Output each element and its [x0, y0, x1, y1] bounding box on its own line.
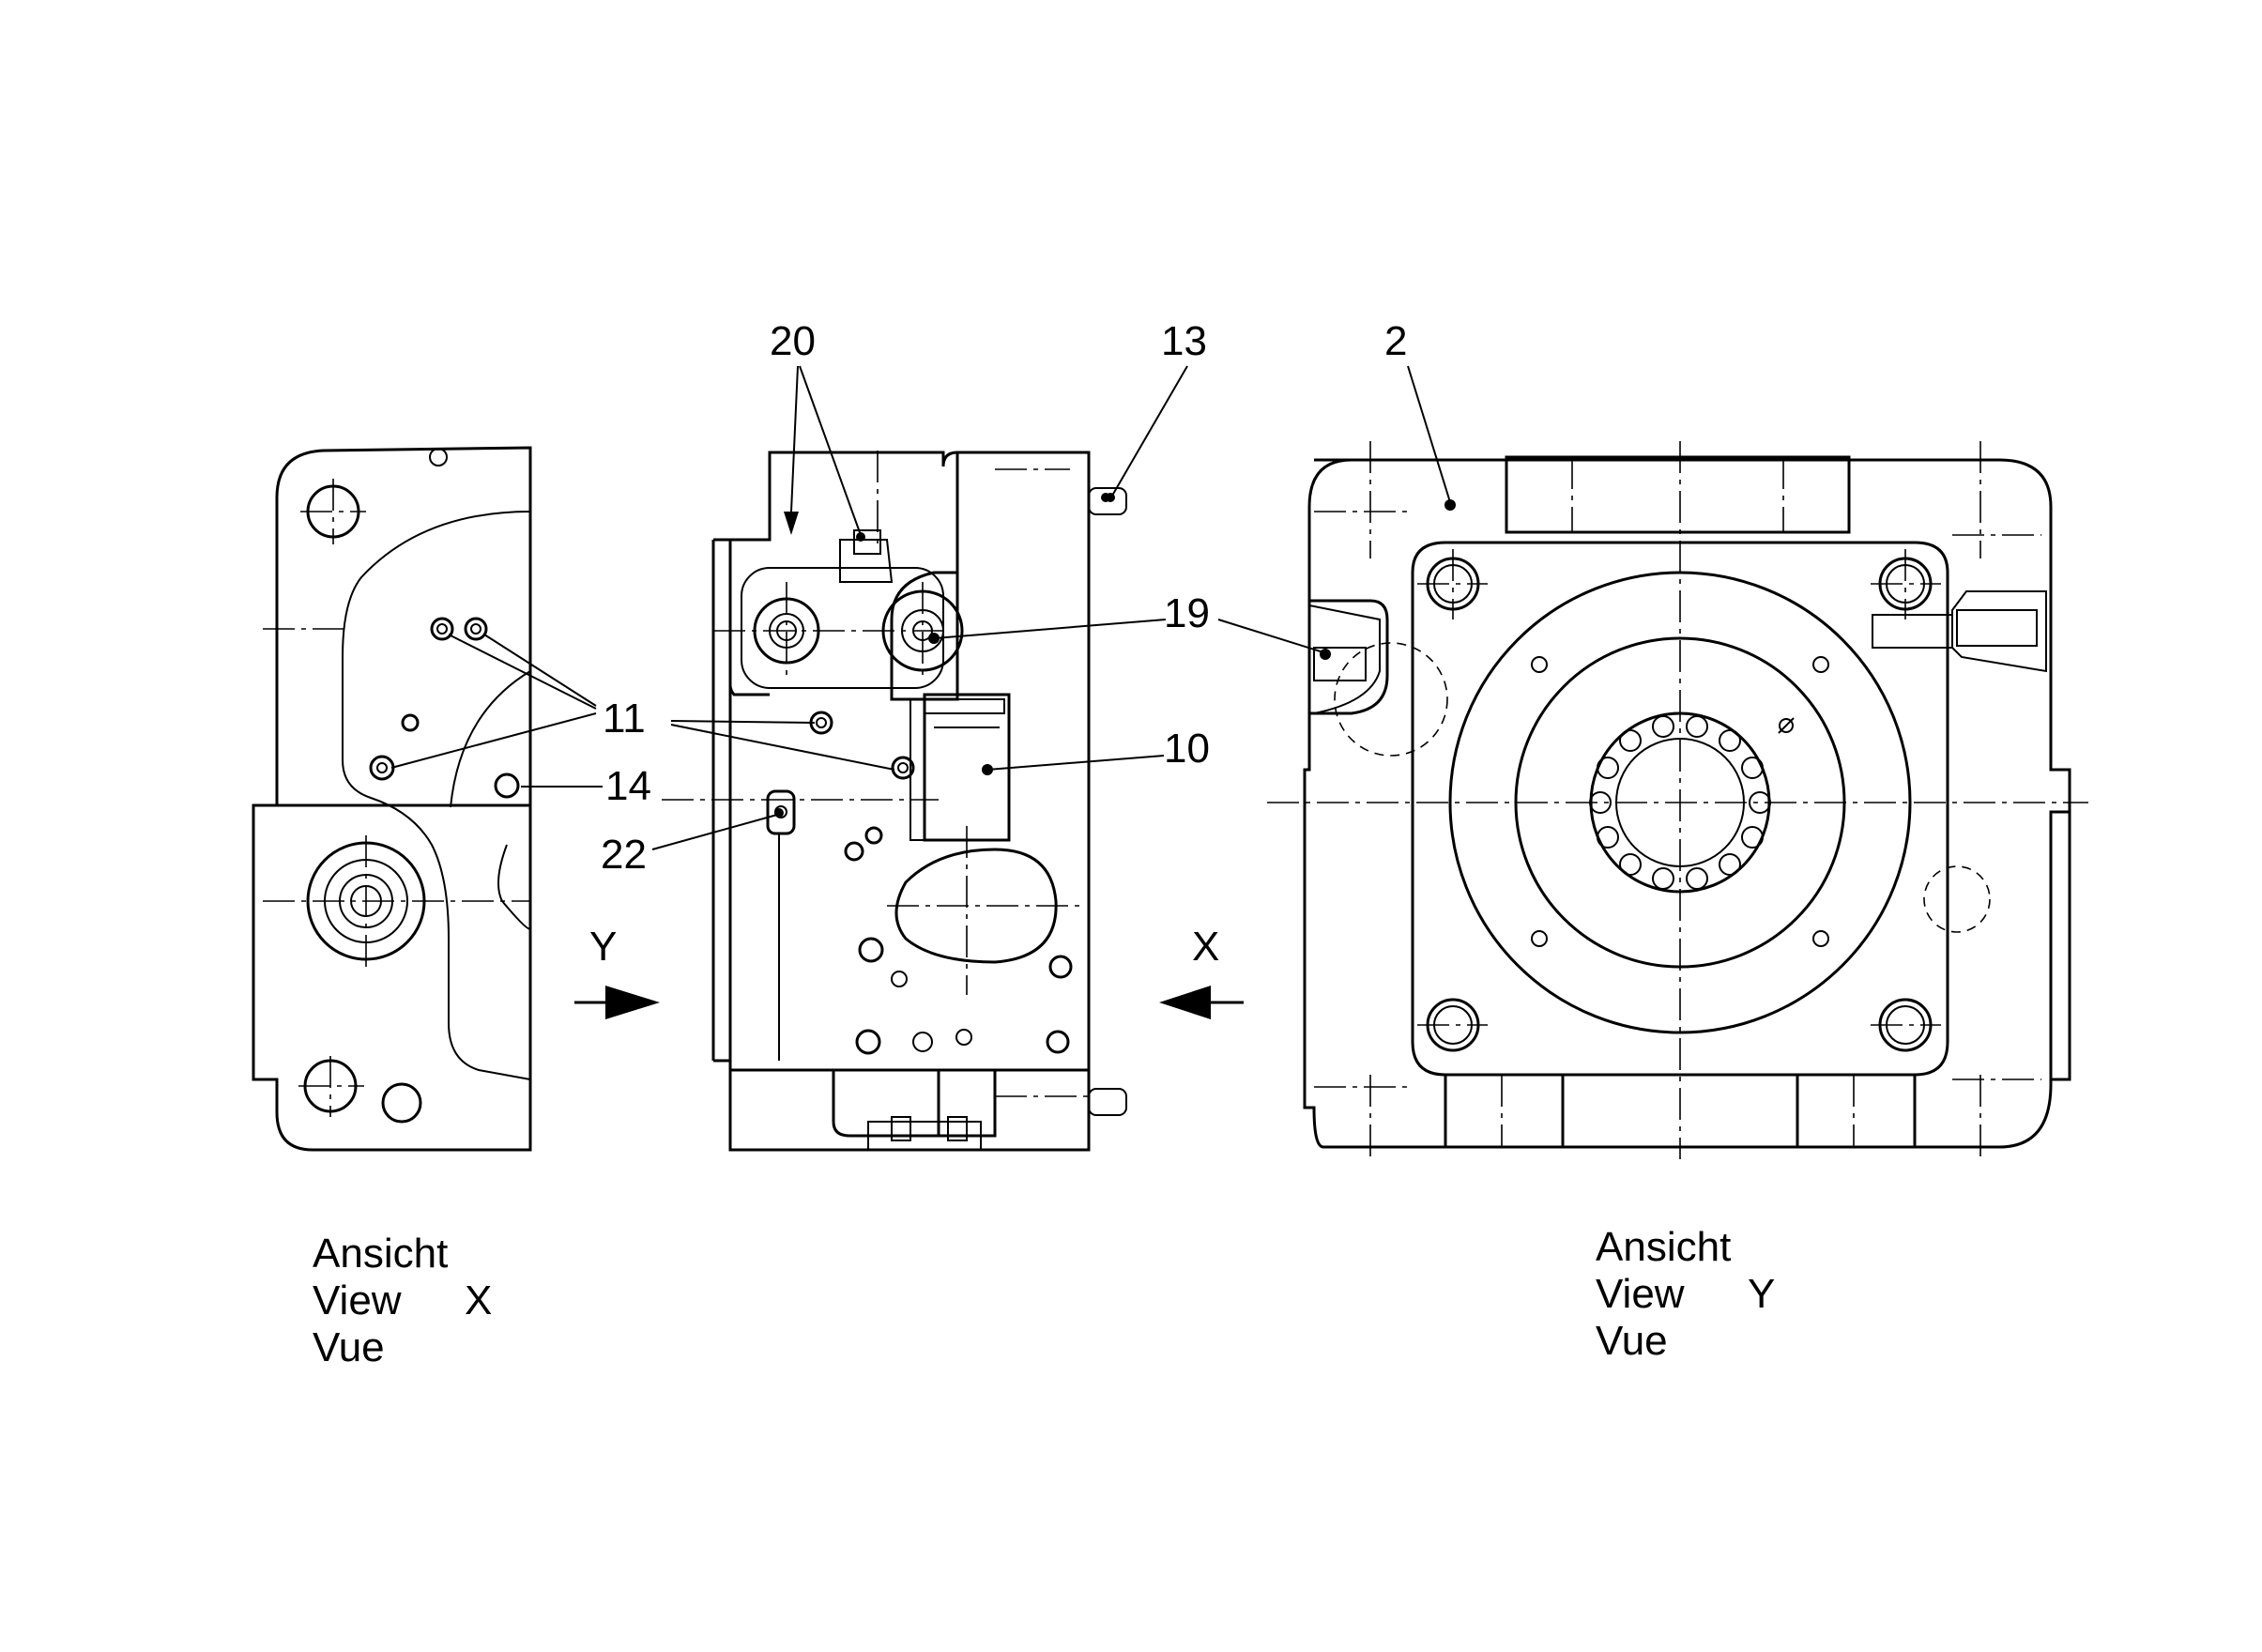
callout-22: 22: [601, 832, 647, 878]
view-marker-x: X: [1192, 924, 1219, 970]
callout-2: 2: [1384, 318, 1407, 364]
caption-left-line3: Vue: [313, 1324, 385, 1370]
caption-left: Ansicht View X Vue: [313, 1231, 492, 1370]
callout-14: 14: [605, 763, 651, 809]
caption-right: Ansicht View Y Vue: [1596, 1224, 1775, 1364]
caption-right-line1: Ansicht: [1596, 1224, 1731, 1270]
caption-right-letter: Y: [1748, 1271, 1775, 1317]
callout-13: 13: [1161, 318, 1207, 364]
callout-20: 20: [770, 318, 816, 364]
callout-10: 10: [1164, 726, 1210, 772]
callout-11: 11: [603, 696, 646, 742]
right-housing-view: [1267, 441, 2088, 1159]
callout-19: 19: [1164, 590, 1210, 636]
caption-right-line3: Vue: [1596, 1318, 1668, 1364]
caption-left-letter: X: [465, 1277, 492, 1323]
spline-teeth: [1589, 715, 1771, 890]
view-arrow-x: [1159, 986, 1244, 1019]
caption-right-line2: View: [1596, 1271, 1685, 1317]
view-arrow-y: [574, 986, 660, 1019]
view-marker-y: Y: [589, 924, 617, 970]
caption-left-line1: Ansicht: [313, 1231, 448, 1277]
leader-lines: [390, 365, 1451, 850]
left-housing-view: [252, 446, 532, 1152]
center-housing-view: [662, 451, 1127, 1152]
caption-left-line2: View: [313, 1277, 402, 1323]
